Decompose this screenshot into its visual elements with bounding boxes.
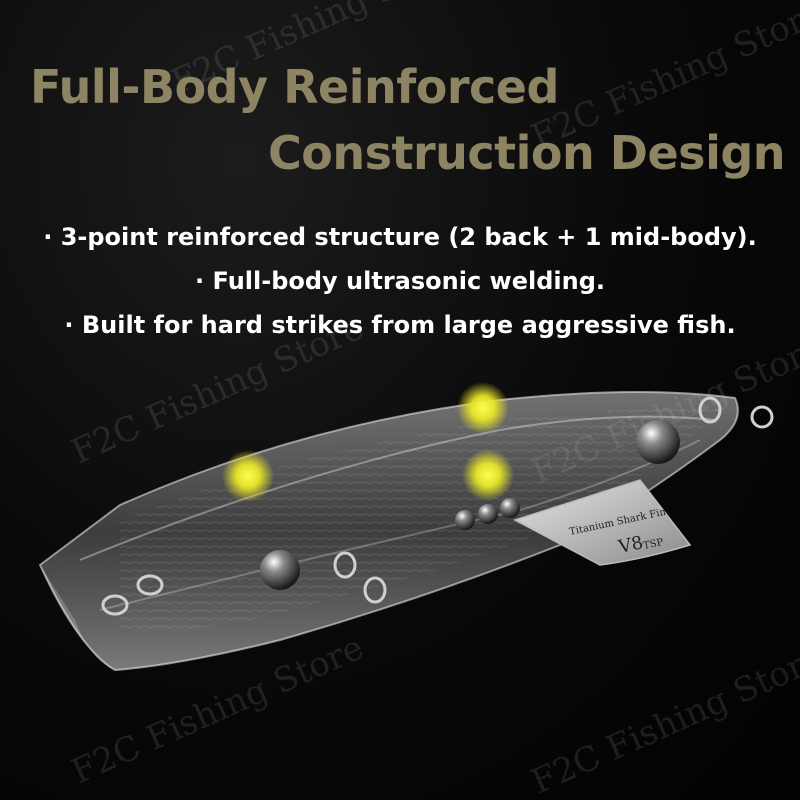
fin-model-sub: TSP: [642, 537, 664, 552]
rattle-ball: [455, 510, 475, 530]
headline-line-2: Construction Design: [268, 126, 786, 180]
rattle-ball: [260, 550, 300, 590]
rattle-ball: [636, 420, 680, 464]
rattle-ball: [500, 498, 520, 518]
line-tie: [101, 396, 774, 616]
reinforcement-points: [222, 382, 514, 502]
feature-item: · Full-body ultrasonic welding.: [195, 267, 605, 295]
highlight-dot: [457, 382, 509, 434]
feature-item: · Built for hard strikes from large aggr…: [64, 311, 736, 339]
headline-line-1: Full-Body Reinforced: [30, 60, 559, 114]
titanium-fin: Titanium Shark Fin V8 TSP: [513, 479, 692, 566]
highlight-dot: [222, 450, 274, 502]
highlight-dot: [462, 449, 514, 501]
rattle-ball: [478, 504, 498, 524]
feature-item: · 3-point reinforced structure (2 back +…: [43, 223, 757, 251]
feature-list: · 3-point reinforced structure (2 back +…: [0, 215, 800, 347]
fin-model: V8: [616, 532, 645, 558]
